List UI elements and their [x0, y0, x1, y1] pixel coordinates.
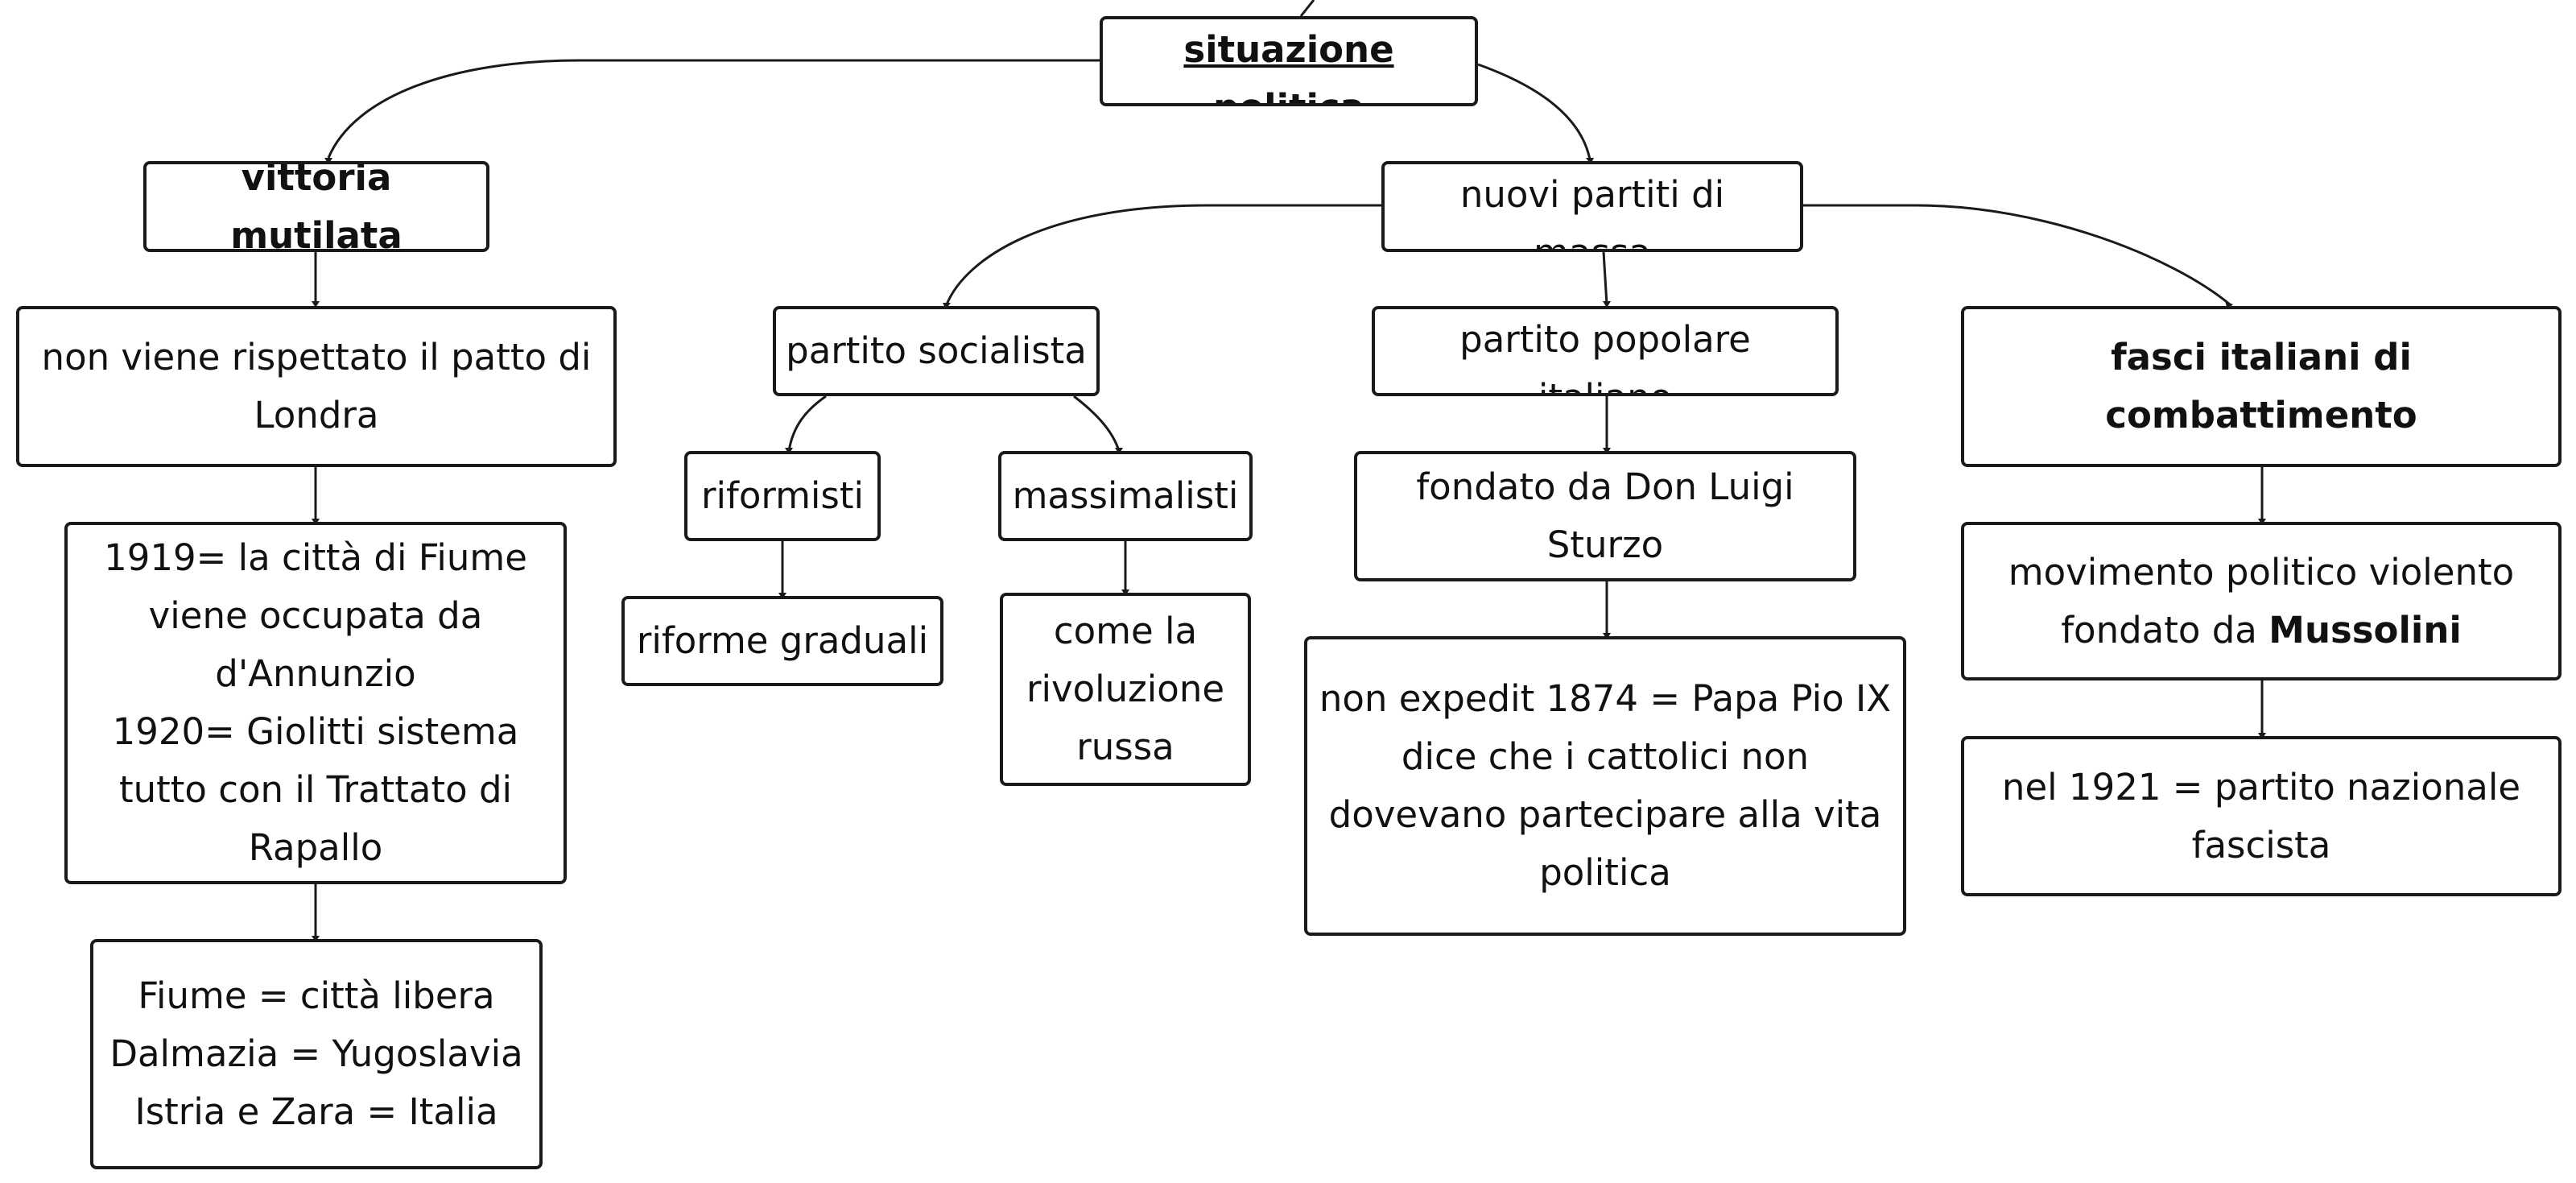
- node-riforme-graduali[interactable]: riforme graduali: [621, 596, 943, 686]
- node-label-bold: Mussolini: [2268, 608, 2462, 651]
- connector-nuovi-socialista: [945, 204, 1381, 305]
- node-nuovi-partiti[interactable]: nuovi partiti di massa: [1381, 161, 1803, 252]
- connector-nuovi-fasci: [1803, 204, 2231, 306]
- connector-root-nuovi: [1477, 63, 1591, 160]
- node-label: 1919= la città di Fiume viene occupata d…: [104, 536, 527, 869]
- node-vittoria-mutilata[interactable]: vittoria mutilata: [143, 161, 489, 252]
- node-patto-londra[interactable]: non viene rispettato il patto di Londra: [16, 306, 617, 467]
- node-label-text: movimento politico violento fondato da: [2008, 550, 2515, 651]
- connector-socialista-massimalisti: [1073, 395, 1121, 452]
- connector-nuovi-popolare: [1602, 251, 1608, 305]
- node-fasci-italiani[interactable]: fasci italiani di combattimento: [1961, 306, 2562, 467]
- node-fiume-citta-libera[interactable]: Fiume = città libera Dalmazia = Yugoslav…: [90, 939, 543, 1169]
- node-label: nuovi partiti di massa: [1459, 173, 1725, 249]
- node-partito-nazionale-fascista[interactable]: nel 1921 = partito nazionale fascista: [1961, 736, 2562, 896]
- node-label: riforme graduali: [636, 619, 929, 662]
- node-fiume-occupata[interactable]: 1919= la città di Fiume viene occupata d…: [64, 522, 567, 884]
- node-movimento-politico[interactable]: movimento politico violento fondato da M…: [1961, 522, 2562, 680]
- node-label: Fiume = città libera Dalmazia = Yugoslav…: [109, 974, 523, 1133]
- node-label: fondato da Don Luigi Sturzo: [1416, 465, 1794, 566]
- connector-root-parent: [1299, 0, 1315, 17]
- node-don-luigi-sturzo[interactable]: fondato da Don Luigi Sturzo: [1354, 451, 1856, 581]
- node-label: fasci italiani di combattimento: [2105, 336, 2417, 436]
- connector-root-vittoria: [327, 59, 1100, 159]
- node-label: partito socialista: [786, 329, 1087, 372]
- node-partito-socialista[interactable]: partito socialista: [773, 306, 1100, 396]
- node-label: nel 1921 = partito nazionale fascista: [2001, 765, 2521, 867]
- node-label: vittoria mutilata: [230, 161, 402, 252]
- node-rivoluzione-russa[interactable]: come la rivoluzione russa: [1000, 593, 1251, 786]
- arrowhead-popolare: [1603, 301, 1611, 308]
- node-label: non expedit 1874 = Papa Pio IX dice che …: [1319, 677, 1892, 894]
- node-situazione-politica[interactable]: situazione politica: [1100, 16, 1478, 106]
- node-label: situazione politica: [1183, 28, 1394, 103]
- node-partito-popolare[interactable]: partito popolare italiano: [1372, 306, 1839, 396]
- node-label: come la rivoluzione russa: [1026, 610, 1225, 768]
- node-label: riformisti: [700, 474, 865, 517]
- arrowhead-patto: [312, 301, 320, 308]
- node-label: massimalisti: [1012, 474, 1239, 517]
- node-riformisti[interactable]: riformisti: [684, 451, 881, 541]
- node-label: partito popolare italiano: [1459, 318, 1751, 393]
- node-label: non viene rispettato il patto di Londra: [41, 336, 592, 436]
- node-massimalisti[interactable]: massimalisti: [998, 451, 1253, 541]
- node-label: movimento politico violento fondato da M…: [2008, 544, 2514, 660]
- node-non-expedit[interactable]: non expedit 1874 = Papa Pio IX dice che …: [1304, 636, 1906, 936]
- connector-socialista-riformisti: [787, 395, 827, 452]
